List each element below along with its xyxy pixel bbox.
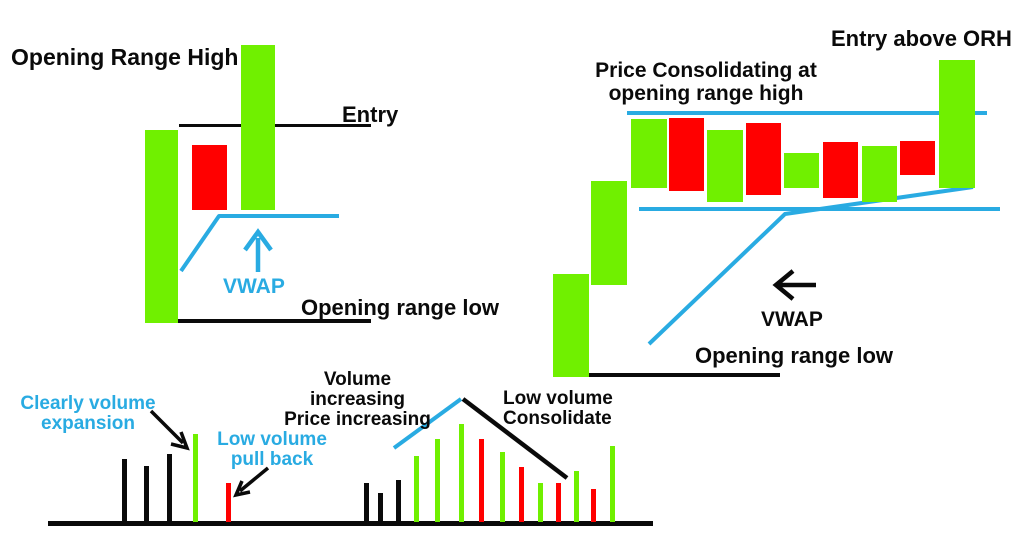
- volume-pullback-label-line1: Low volume: [217, 429, 327, 450]
- candle: [746, 123, 781, 195]
- right-vwap-label: VWAP: [761, 308, 823, 331]
- right-opening-range-high-line: [627, 111, 987, 115]
- left-vwap-label: VWAP: [223, 275, 285, 298]
- left-title: Opening Range High: [11, 44, 239, 70]
- volume-bar: [556, 483, 561, 522]
- volume-expansion-label-line2: expansion: [41, 413, 135, 434]
- volume-bar: [591, 489, 596, 522]
- volume-bar: [364, 483, 369, 522]
- left-up-arrow-icon: [243, 228, 273, 272]
- candle: [591, 181, 627, 285]
- right-title: Price Consolidating at opening range hig…: [585, 59, 827, 105]
- volume-bar: [519, 467, 524, 522]
- volume-bar: [414, 456, 419, 522]
- volume-bar: [459, 424, 464, 522]
- candle: [241, 45, 275, 210]
- candle: [900, 141, 935, 175]
- candle: [784, 153, 819, 188]
- volume-bar: [610, 446, 615, 522]
- volume-bar: [538, 483, 543, 522]
- left-vwap-line: [179, 214, 339, 273]
- volume-pullback-label: Low volume pull back: [210, 430, 334, 470]
- left-range-low-label: Opening range low: [301, 295, 500, 320]
- candle: [553, 274, 589, 377]
- volume-increasing-label-line2: Price increasing: [284, 409, 431, 430]
- right-opening-range-low-line: [587, 373, 780, 377]
- volume-bar: [435, 439, 440, 522]
- volume-pullback-label-line2: pull back: [230, 449, 314, 470]
- candle: [631, 119, 667, 188]
- candle: [192, 145, 227, 210]
- volume-consolidate-label-line1: Low volume: [503, 388, 613, 409]
- candle: [823, 142, 858, 198]
- right-lower-consolidation-line: [639, 207, 1000, 211]
- volume-bar: [396, 480, 401, 522]
- left-entry-line: [179, 124, 371, 127]
- right-range-low-label: Opening range low: [695, 343, 894, 368]
- volume-consolidate-label-line2: Consolidate: [503, 408, 612, 429]
- volume-bar: [122, 459, 127, 522]
- left-opening-range-low-line: [178, 319, 371, 323]
- volume-expansion-label-line1: Clearly volume: [20, 393, 156, 414]
- volume-increasing-label: Volume increasing Price increasing: [275, 370, 440, 430]
- right-left-arrow-icon: [772, 269, 816, 301]
- volume-consolidate-label: Low volume Consolidate: [503, 389, 643, 429]
- volume-expansion-label: Clearly volume expansion: [8, 394, 168, 434]
- volume-bar: [378, 493, 383, 522]
- volume-bar: [193, 434, 198, 522]
- candle: [862, 146, 897, 202]
- volume-bar: [500, 452, 505, 522]
- candle: [939, 60, 975, 188]
- volume-bar: [226, 483, 231, 522]
- volume-bar: [167, 454, 172, 522]
- volume-axis-line: [48, 521, 653, 526]
- right-title-line2: opening range high: [608, 82, 804, 105]
- candle: [707, 130, 743, 202]
- left-entry-label: Entry: [342, 102, 399, 127]
- volume-increasing-label-line1: Volume increasing: [309, 369, 406, 410]
- candle: [669, 118, 704, 191]
- right-entry-label: Entry above ORH: [831, 26, 1012, 51]
- pullback-arrow-icon: [233, 466, 270, 498]
- candle: [145, 130, 178, 323]
- volume-bar: [144, 466, 149, 522]
- volume-bar: [574, 471, 579, 522]
- right-title-line1: Price Consolidating at: [595, 59, 817, 82]
- volume-bar: [479, 439, 484, 522]
